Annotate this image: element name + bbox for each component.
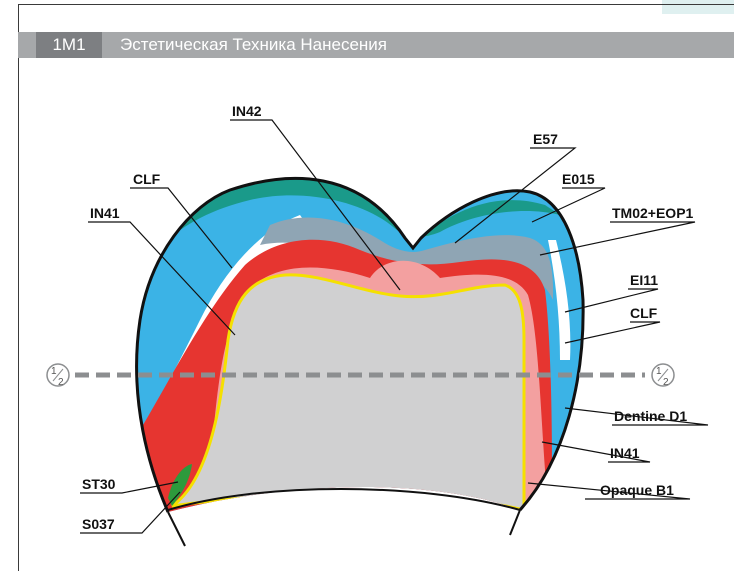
half-denominator-left: 2	[58, 377, 64, 388]
label-st30: ST30	[82, 476, 116, 492]
page-frame	[18, 4, 734, 571]
label-ei11: EI11	[630, 272, 658, 288]
section-title: Эстетическая Техника Нанесения	[120, 35, 387, 54]
label-clf-left: CLF	[133, 171, 161, 187]
label-e015: E015	[562, 171, 595, 187]
half-marker-right: 1 2	[651, 363, 675, 388]
corner-tab	[662, 0, 734, 14]
gum-line	[167, 488, 521, 511]
label-tm02-eop1: TM02+EOP1	[612, 205, 694, 221]
label-in41-left: IN41	[90, 205, 120, 221]
half-numerator-right: 1	[656, 366, 662, 377]
label-e57: E57	[533, 131, 558, 147]
header-bar	[18, 32, 734, 58]
cervical-line-left	[167, 511, 186, 547]
section-code: 1M1	[36, 32, 102, 58]
leader-lines	[80, 119, 709, 534]
half-numerator-left: 1	[51, 366, 57, 377]
label-s037: S037	[82, 516, 115, 532]
label-clf-right: CLF	[630, 305, 658, 321]
grey-blue-layer	[260, 217, 553, 300]
label-opaque-b1: Opaque B1	[600, 482, 674, 498]
label-dentine-d1: Dentine D1	[614, 408, 687, 424]
cervical-line-right	[509, 509, 521, 536]
tooth-outline	[135, 176, 585, 513]
label-in42: IN42	[232, 103, 262, 119]
teal-layer	[140, 178, 560, 270]
st30-layer	[168, 464, 192, 506]
clf-white-band-right	[548, 240, 571, 360]
label-in41-right: IN41	[610, 445, 640, 461]
half-denominator-right: 2	[663, 377, 669, 388]
half-marker-left: 1 2	[46, 363, 70, 388]
